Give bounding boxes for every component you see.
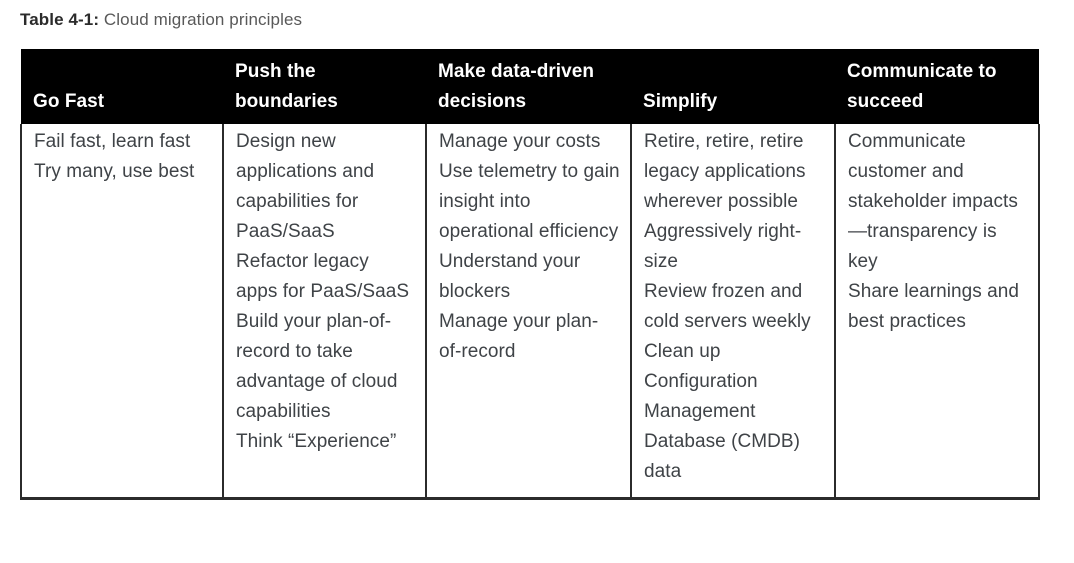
table-cell-push-the-boundaries: Design new applications and capabilities… bbox=[222, 124, 427, 500]
column-header-make-data-driven-decisions: Make data-driven decisions bbox=[426, 49, 631, 124]
list-item: Manage your costs bbox=[439, 131, 601, 152]
column-header-simplify: Simplify bbox=[631, 49, 835, 124]
cell-item-list: Communicate customer and stakeholder imp… bbox=[848, 127, 1028, 337]
list-item: Fail fast, learn fast bbox=[34, 131, 191, 152]
cell-item-list: Manage your costs Use telemetry to gain … bbox=[439, 127, 620, 367]
table-body: Fail fast, learn fast Try many, use best… bbox=[20, 124, 1040, 500]
table-header-row: Go Fast Push the boundaries Make data-dr… bbox=[21, 49, 1039, 124]
cell-item-list: Retire, retire, retire legacy applicatio… bbox=[644, 127, 824, 487]
list-item: Aggressively right-size bbox=[644, 221, 802, 272]
list-item: Review frozen and cold servers weekly bbox=[644, 281, 811, 332]
list-item: Design new applications and capabilities… bbox=[236, 131, 375, 242]
table-cell-make-data-driven-decisions: Manage your costs Use telemetry to gain … bbox=[425, 124, 632, 500]
column-header-push-the-boundaries: Push the boundaries bbox=[223, 49, 426, 124]
list-item: Use telemetry to gain insight into opera… bbox=[439, 161, 620, 242]
table-caption-label: Table 4-1: bbox=[20, 10, 100, 29]
list-item: Retire, retire, retire legacy applicatio… bbox=[644, 131, 806, 212]
list-item: Build your plan-of-record to take advant… bbox=[236, 311, 398, 422]
list-item: Think “Experience” bbox=[236, 431, 397, 452]
table-cell-simplify: Retire, retire, retire legacy applicatio… bbox=[630, 124, 836, 500]
column-header-go-fast: Go Fast bbox=[21, 49, 223, 124]
list-item: Try many, use best bbox=[34, 161, 195, 182]
table-row: Fail fast, learn fast Try many, use best… bbox=[20, 124, 1040, 500]
table-container: Go Fast Push the boundaries Make data-dr… bbox=[20, 49, 1040, 500]
table-header-row-group: Go Fast Push the boundaries Make data-dr… bbox=[21, 49, 1039, 124]
list-item: Communicate customer and stakeholder imp… bbox=[848, 131, 1018, 272]
cell-item-list: Design new applications and capabilities… bbox=[236, 127, 415, 457]
list-item: Manage your plan-of-record bbox=[439, 311, 599, 362]
list-item: Understand your blockers bbox=[439, 251, 581, 302]
list-item: Clean up Configuration Management Databa… bbox=[644, 341, 800, 482]
list-item: Share learnings and best practices bbox=[848, 281, 1020, 332]
table-caption-title: Cloud migration principles bbox=[103, 10, 303, 29]
table-caption: Table 4-1: Cloud migration principles bbox=[20, 8, 302, 32]
list-item: Refactor legacy apps for PaaS/SaaS bbox=[236, 251, 410, 302]
cell-item-list: Fail fast, learn fast Try many, use best bbox=[34, 127, 212, 187]
table-cell-communicate-to-succeed: Communicate customer and stakeholder imp… bbox=[834, 124, 1040, 500]
column-header-communicate-to-succeed: Communicate to succeed bbox=[835, 49, 1039, 124]
table-cell-go-fast: Fail fast, learn fast Try many, use best bbox=[20, 124, 224, 500]
cloud-migration-principles-table: Go Fast Push the boundaries Make data-dr… bbox=[20, 49, 1040, 500]
